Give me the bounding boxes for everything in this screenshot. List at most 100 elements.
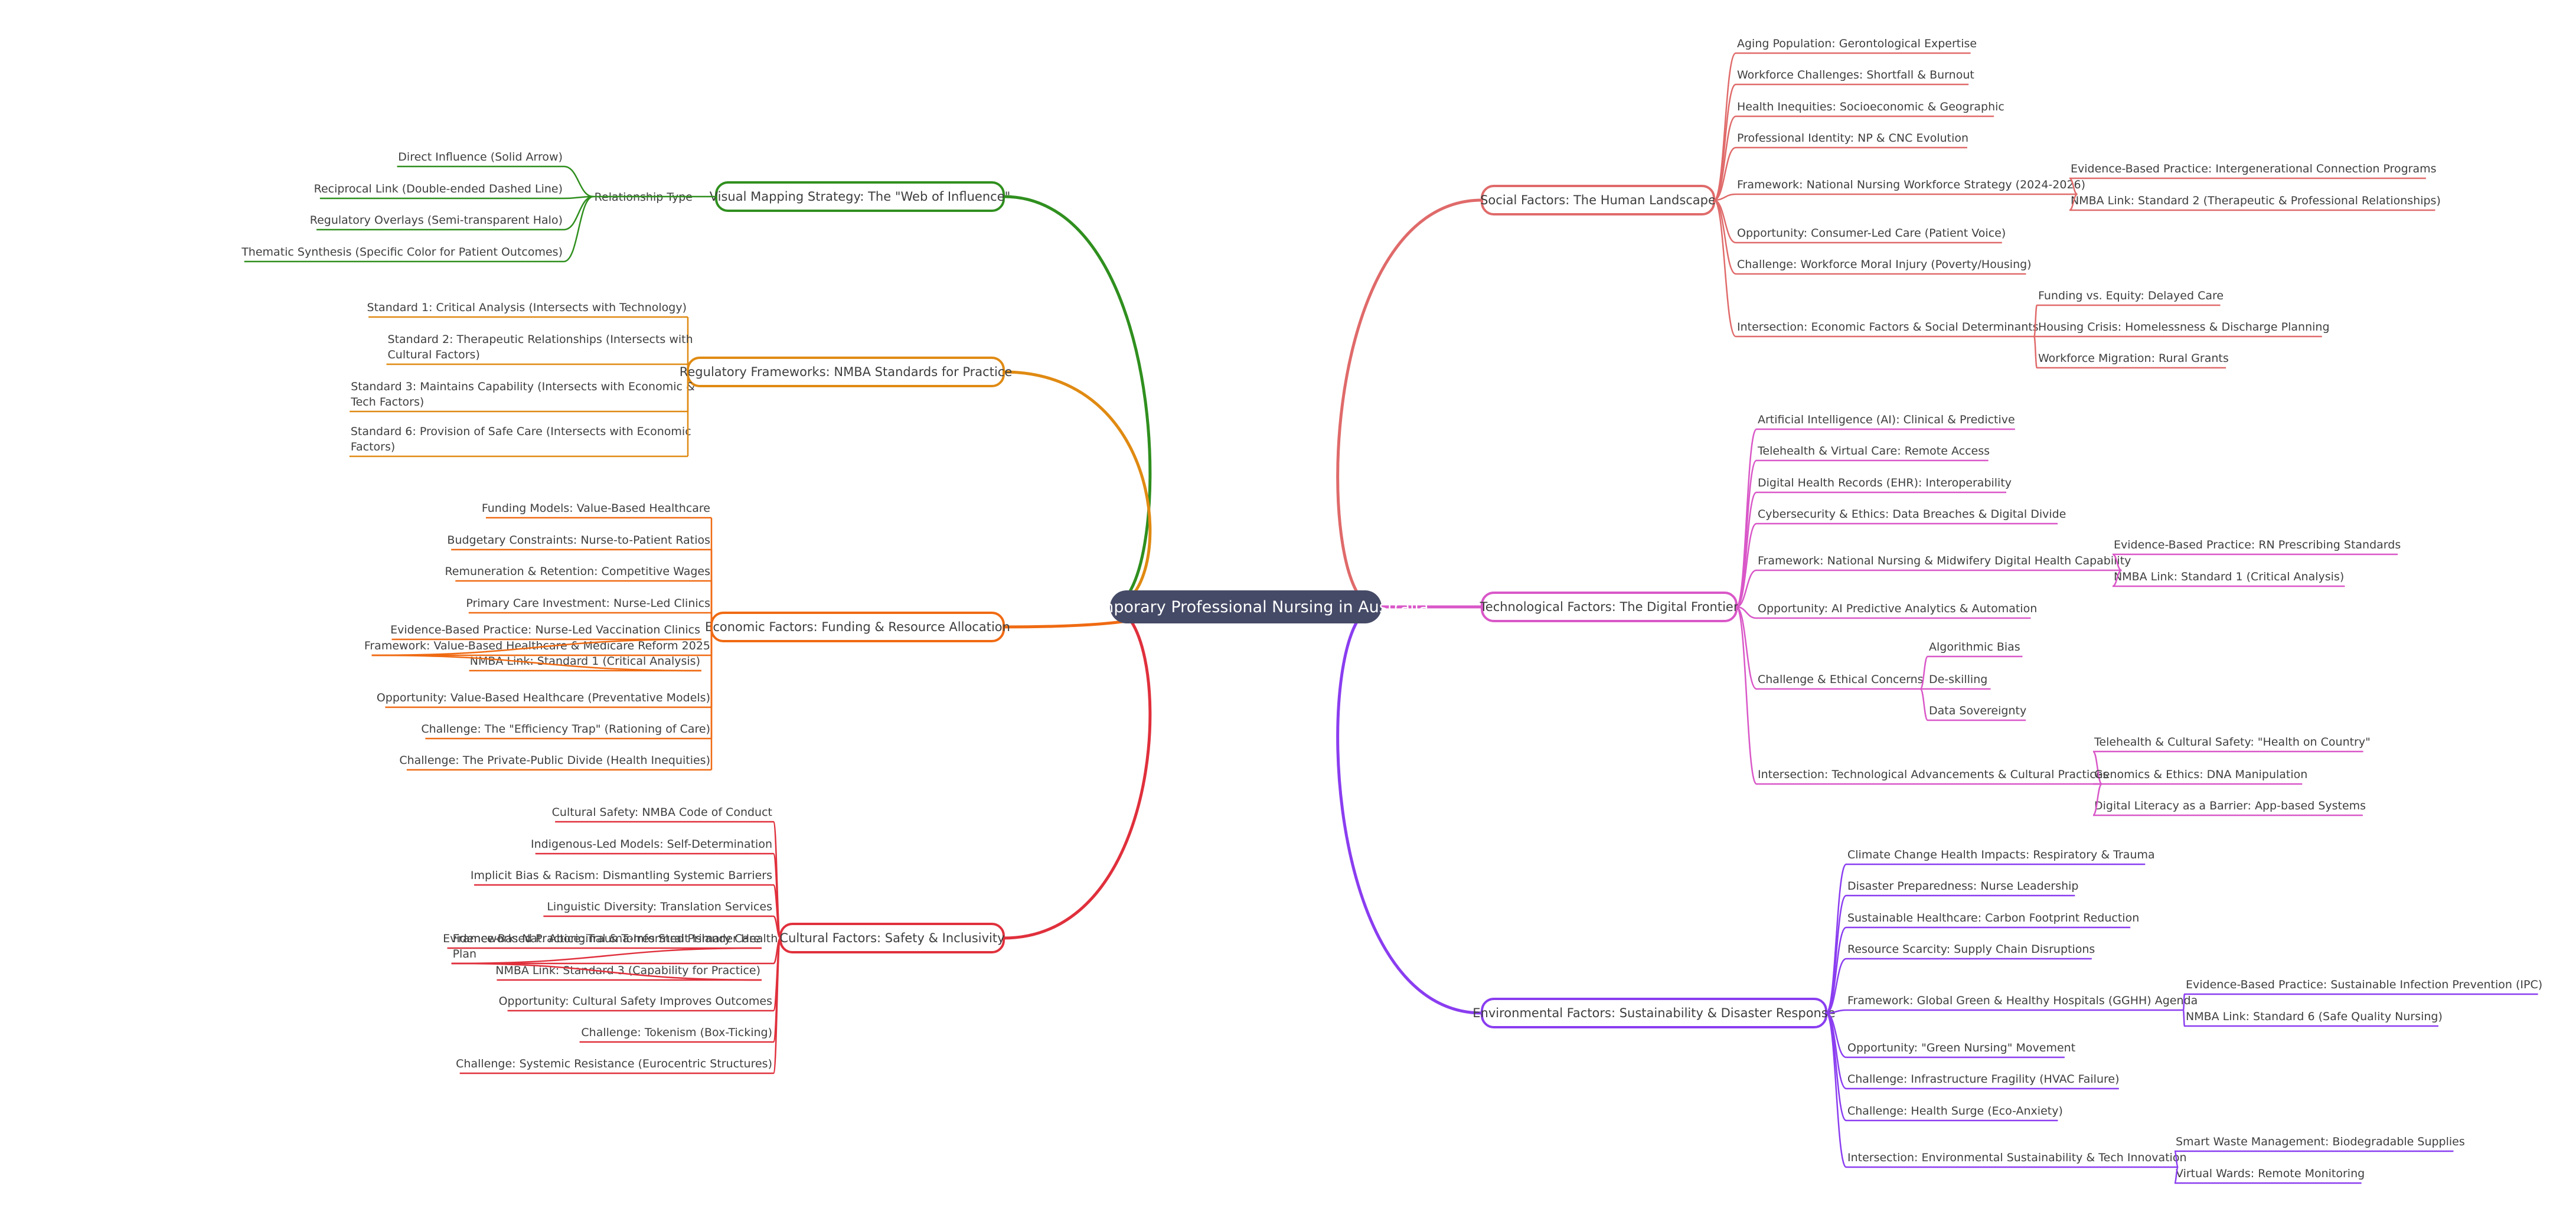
connector [2173,1166,2179,1184]
node-label-framework-global-green-healthy-hospitals-gghh-ag: Framework: Global Green & Healthy Hospit… [1847,994,2198,1007]
node-label-framework-nat-aboriginal-torres-strait-islander-: Framework: Nat. Aboriginal & Torres Stra… [453,932,778,961]
node-label-thematic-synthesis-specific-color-for-patient-ou: Thematic Synthesis (Specific Color for P… [241,246,563,259]
node-label-sustainable-healthcare-carbon-footprint-reductio: Sustainable Healthcare: Carbon Footprint… [1847,912,2139,924]
node-label-artificial-intelligence-ai-clinical-predictive: Artificial Intelligence (AI): Clinical &… [1758,413,2015,426]
connector [1826,1009,1847,1014]
connector [563,195,594,263]
node-label-cultural-safety-nmba-code-of-conduct: Cultural Safety: NMBA Code of Conduct [552,806,772,819]
node-label-cybersecurity-ethics-data-breaches-digital-divid: Cybersecurity & Ethics: Data Breaches & … [1758,508,2066,521]
branch-visual: Visual Mapping Strategy: The "Web of Inf… [241,151,1152,609]
node-label-evidence-based-practice-trauma-informed-primary-: Evidence-Based Practice: Trauma-Informed… [443,932,760,945]
node-label-reciprocal-link-double-ended-dashed-line: Reciprocal Link (Double-ended Dashed Lin… [314,182,563,195]
node-label-disaster-preparedness-nurse-leadership: Disaster Preparedness: Nurse Leadership [1847,880,2079,893]
node-label-challenge-tokenism-box-ticking: Challenge: Tokenism (Box-Ticking) [581,1026,772,1039]
connector [1736,522,1757,608]
connector [772,937,782,1074]
node-label-health-inequities-socioeconomic-geographic: Health Inequities: Socioeconomic & Geogr… [1737,100,2004,113]
connector [1713,199,1736,275]
node-label-funding-models-value-based-healthcare: Funding Models: Value-Based Healthcare [482,502,710,515]
node-label-standard-1-critical-analysis-intersects-with-tec: Standard 1: Critical Analysis (Intersect… [367,301,687,314]
connector [1826,1012,1847,1122]
node-label-implicit-bias-racism-dismantling-systemic-barrie: Implicit Bias & Racism: Dismantling Syst… [471,869,772,882]
node-label-challenge-systemic-resistance-eurocentric-struct: Challenge: Systemic Resistance (Eurocent… [456,1057,772,1070]
connector-center-to-social [1336,198,1483,609]
node-label-resource-scarcity-supply-chain-disruptions: Resource Scarcity: Supply Chain Disrupti… [1847,943,2095,956]
connector [1826,894,1847,1014]
node-label-challenge-infrastructure-fragility-hvac-failure: Challenge: Infrastructure Fragility (HVA… [1847,1073,2120,1086]
connector [2092,783,2103,816]
connector [1713,199,1736,338]
node-label-digital-health-records-ehr-interoperability: Digital Health Records (EHR): Interopera… [1758,476,2012,489]
node-label-opportunity-ai-predictive-analytics-automation: Opportunity: AI Predictive Analytics & A… [1758,602,2037,615]
center-node[interactable]: Contemporary Professional Nursing in Aus… [1051,590,1429,623]
node-label-direct-influence-solid-arrow: Direct Influence (Solid Arrow) [398,151,563,164]
node-label-smart-waste-management-biodegradable-supplies: Smart Waste Management: Biodegradable Su… [2176,1135,2465,1148]
branch-label-environmental: Environmental Factors: Sustainability & … [1473,1006,1835,1020]
node-label-intersection-environmental-sustainability-tech-i: Intersection: Environmental Sustainabili… [1847,1151,2186,1164]
center-node-box[interactable] [1110,590,1382,623]
node-label-challenge-ethical-concerns: Challenge & Ethical Concerns [1758,673,1924,686]
node-label-telehealth-virtual-care-remote-access: Telehealth & Virtual Care: Remote Access [1757,445,1990,458]
node-label-framework-national-nursing-workforce-strategy-20: Framework: National Nursing Workforce St… [1737,178,2085,191]
connector-center-to-cultural [1003,605,1152,940]
connector [563,165,594,198]
connector [1735,606,1758,785]
node-label-standard-3-maintains-capability-intersects-with-: Standard 3: Maintains Capability (Inters… [350,380,695,409]
node-label-genomics-ethics-dna-manipulation: Genomics & Ethics: DNA Manipulation [2094,768,2307,781]
node-label-digital-literacy-as-a-barrier-app-based-systems: Digital Literacy as a Barrier: App-based… [2094,799,2366,812]
branch-label-technological: Technological Factors: The Digital Front… [1480,600,1739,614]
branch-economic: Economic Factors: Funding & Resource All… [364,502,1152,771]
node-label-opportunity-cultural-safety-improves-outcomes: Opportunity: Cultural Safety Improves Ou… [499,995,772,1008]
node-label-opportunity-consumer-led-care-patient-voice: Opportunity: Consumer-Led Care (Patient … [1737,227,2006,240]
branch-label-regulatory: Regulatory Frameworks: NMBA Standards fo… [680,365,1013,379]
connector [451,962,762,981]
node-label-nmba-link-standard-6-safe-quality-nursing: NMBA Link: Standard 6 (Safe Quality Nurs… [2186,1010,2443,1023]
node-label-de-skilling: De-skilling [1929,673,1987,686]
connector [371,638,702,656]
connector [1713,115,1736,201]
node-label-regulatory-overlays-semi-transparent-halo: Regulatory Overlays (Semi-transparent Ha… [310,214,563,227]
connector [2033,304,2038,338]
node-label-opportunity-green-nursing-movement: Opportunity: "Green Nursing" Movement [1847,1041,2075,1054]
node-label-linguistic-diversity-translation-services: Linguistic Diversity: Translation Servic… [547,900,772,913]
branch-cultural: Cultural Factors: Safety & Inclusivity Cu… [443,605,1152,1074]
node-label-evidence-based-practice-rn-prescribing-standards: Evidence-Based Practice: RN Prescribing … [2114,538,2401,551]
branch-label-visual: Visual Mapping Strategy: The "Web of Inf… [710,190,1011,204]
branch-regulatory: Regulatory Frameworks: NMBA Standards fo… [349,301,1152,609]
connector [1919,655,1929,690]
node-label-remuneration-retention-competitive-wages: Remuneration & Retention: Competitive Wa… [445,565,710,578]
node-label-budgetary-constraints-nurse-to-patient-ratios: Budgetary Constraints: Nurse-to-Patient … [447,534,710,547]
node-label-evidence-based-practice-sustainable-infection-pr: Evidence-Based Practice: Sustainable Inf… [2186,978,2542,991]
connector [1826,1012,1847,1090]
connector [1713,193,1736,201]
node-label-housing-crisis-homelessness-discharge-planning: Housing Crisis: Homelessness & Discharge… [2038,321,2330,334]
branch-label-economic: Economic Factors: Funding & Resource All… [705,620,1010,634]
connector [1735,459,1758,608]
connector [2092,750,2103,785]
node-label-data-sovereignty: Data Sovereignty [1929,704,2026,717]
connector [1826,926,1847,1014]
node-label-framework-national-nursing-midwifery-digital-hea: Framework: National Nursing & Midwifery … [1758,554,2131,567]
node-label-professional-identity-np-cnc-evolution: Professional Identity: NP & CNC Evolutio… [1737,132,1968,145]
node-label-challenge-workforce-moral-injury-poverty-housing: Challenge: Workforce Moral Injury (Pover… [1737,258,2032,271]
connector-center-to-visual [1003,195,1152,609]
node-label-framework-value-based-healthcare-medicare-reform: Framework: Value-Based Healthcare & Medi… [364,639,710,652]
node-label-indigenous-led-models-self-determination: Indigenous-Led Models: Self-Determinatio… [531,838,772,851]
connector [1736,606,1757,690]
connector [1735,428,1758,608]
connector [2182,993,2186,1011]
node-label-evidence-based-practice-intergenerational-connec: Evidence-Based Practice: Intergeneration… [2071,162,2437,175]
node-label-challenge-the-private-public-divide-health-inequ: Challenge: The Private-Public Divide (He… [399,754,710,767]
node-label-standard-6-provision-of-safe-care-intersects-wit: Standard 6: Provision of Safe Care (Inte… [351,425,691,453]
connector [1713,83,1736,201]
node-label-funding-vs-equity-delayed-care: Funding vs. Equity: Delayed Care [2038,289,2224,302]
branch-label-cultural: Cultural Factors: Safety & Inclusivity [779,931,1004,945]
node-label-challenge-the-efficiency-trap-rationing-of-care: Challenge: The "Efficiency Trap" (Ration… [421,723,710,736]
branch-technological: Technological Factors: The Digital Front… [1336,413,2401,816]
connector-center-to-environmental [1336,605,1483,1015]
connector [2033,335,2038,369]
branch-label-social: Social Factors: The Human Landscape [1480,193,1716,207]
connector [2182,1009,2186,1027]
connector [451,947,762,965]
